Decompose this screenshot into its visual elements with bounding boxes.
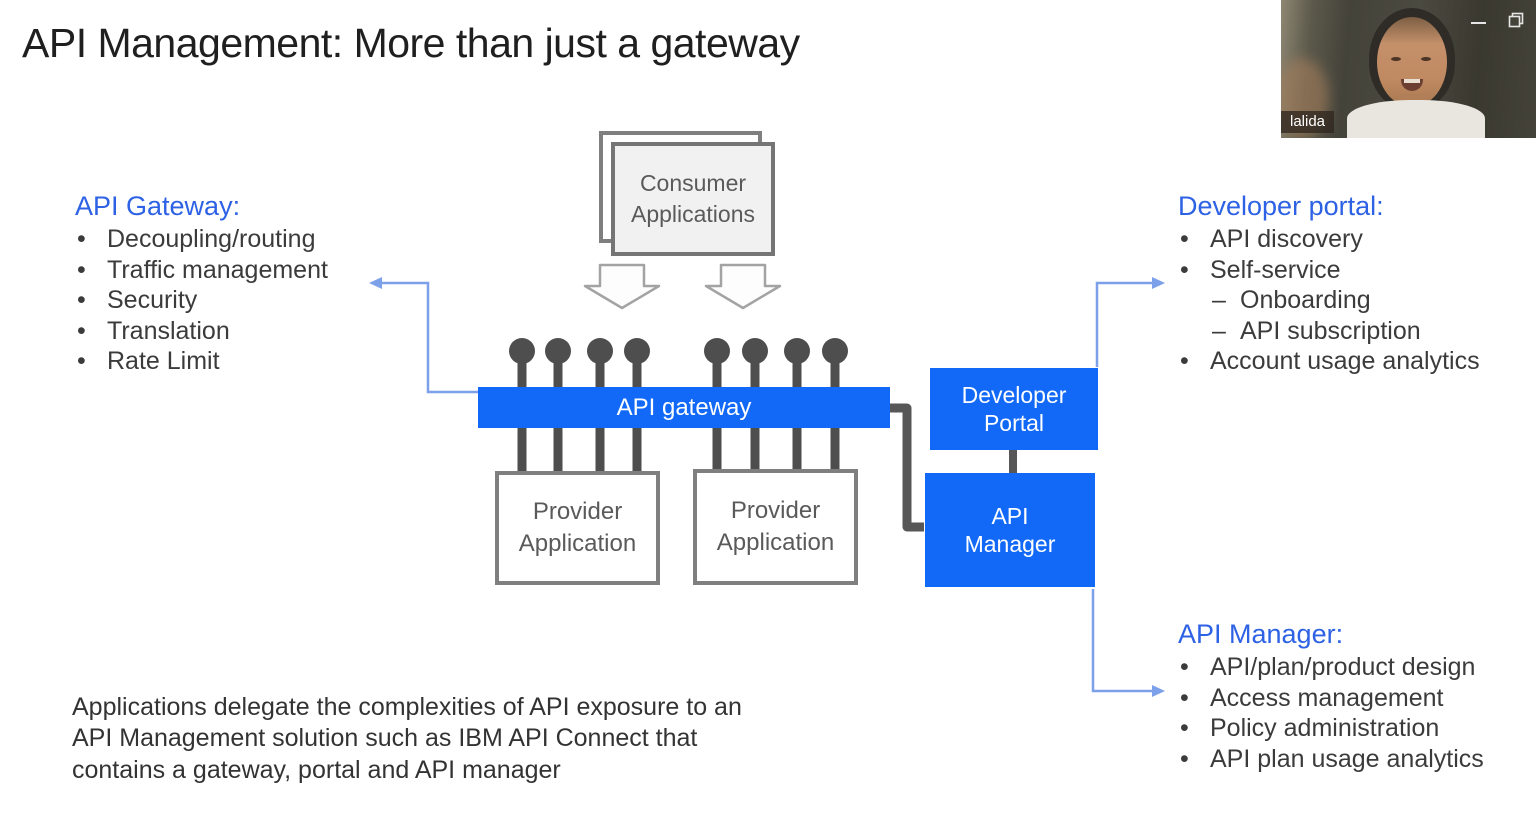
right-top-arrow-connector: [1095, 277, 1165, 367]
consumer-applications-label: Consumer Applications: [630, 170, 756, 227]
list-item: Access management: [1178, 683, 1528, 714]
gateway-to-manager-connector: [886, 403, 924, 532]
consumer-down-arrow-left: [583, 263, 661, 310]
provider-application-box-right: Provider Application: [693, 469, 858, 585]
api-gateway-bar: API gateway: [478, 387, 890, 428]
developer-portal-notes-list: API discovery Self-service Onboarding AP…: [1178, 224, 1528, 377]
consumer-applications-box: Consumer Applications: [611, 142, 775, 256]
api-manager-box: API Manager: [925, 473, 1095, 587]
speaker-shirt: [1347, 100, 1485, 138]
list-item: Security: [75, 285, 415, 316]
left-arrow-connector: [369, 277, 479, 394]
developer-portal-notes-heading: Developer portal:: [1178, 191, 1384, 221]
developer-portal-label: Developer Portal: [961, 382, 1067, 436]
list-item: Decoupling/routing: [75, 224, 415, 255]
list-item: Onboarding: [1178, 285, 1528, 316]
speaker-mouth: [1401, 79, 1423, 91]
consumer-down-arrow-right: [704, 263, 782, 310]
list-item: Rate Limit: [75, 346, 415, 377]
speaker-teeth: [1404, 79, 1420, 83]
provider-application-box-left: Provider Application: [495, 471, 660, 585]
webcam-video[interactable]: lalida: [1281, 0, 1536, 138]
list-item: API discovery: [1178, 224, 1528, 255]
list-item: Translation: [75, 316, 415, 347]
api-manager-notes-list: API/plan/product design Access managemen…: [1178, 652, 1528, 774]
participant-name-tag: lalida: [1281, 111, 1335, 133]
api-manager-label: API Manager: [964, 503, 1056, 557]
speaker-eye: [1391, 57, 1401, 61]
list-item: Traffic management: [75, 255, 415, 286]
page-title: API Management: More than just a gateway: [22, 20, 800, 66]
speaker-eye: [1421, 57, 1431, 61]
restore-icon[interactable]: [1508, 12, 1524, 28]
api-gateway-notes-list: Decoupling/routing Traffic management Se…: [75, 224, 415, 377]
api-gateway-label: API gateway: [616, 393, 752, 421]
right-bottom-arrow-connector: [1091, 589, 1165, 697]
window-controls: [1471, 12, 1524, 28]
api-manager-notes-heading: API Manager:: [1178, 619, 1344, 649]
list-item: Account usage analytics: [1178, 346, 1528, 377]
list-item: Self-service: [1178, 255, 1528, 286]
developer-portal-box: Developer Portal: [930, 368, 1098, 450]
speaker-face: [1377, 17, 1447, 107]
slide-caption: Applications delegate the complexities o…: [72, 693, 742, 784]
developer-portal-notes: Developer portal: API discovery Self-ser…: [1178, 191, 1528, 377]
list-item: API subscription: [1178, 316, 1528, 347]
minimize-icon[interactable]: [1471, 22, 1486, 24]
api-gateway-notes: API Gateway: Decoupling/routing Traffic …: [75, 191, 415, 377]
api-gateway-notes-heading: API Gateway:: [75, 191, 241, 221]
list-item: API/plan/product design: [1178, 652, 1528, 683]
list-item: API plan usage analytics: [1178, 744, 1528, 775]
provider-application-label: Provider Application: [518, 498, 637, 557]
provider-application-label: Provider Application: [716, 497, 835, 556]
list-item: Policy administration: [1178, 713, 1528, 744]
api-manager-notes: API Manager: API/plan/product design Acc…: [1178, 619, 1528, 774]
